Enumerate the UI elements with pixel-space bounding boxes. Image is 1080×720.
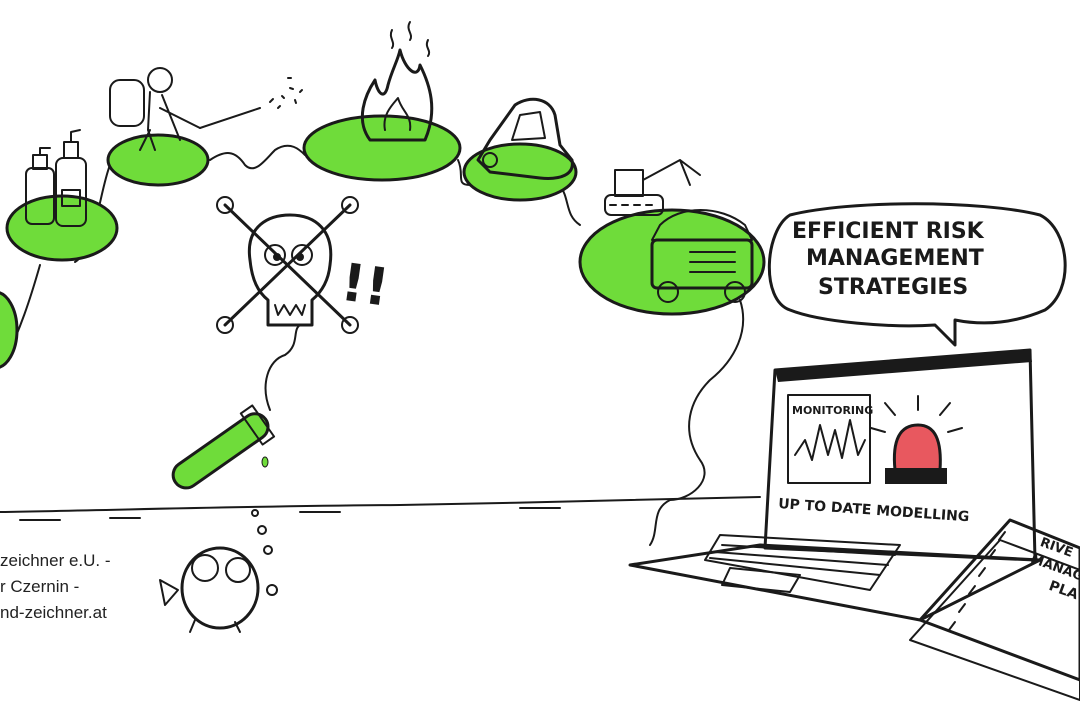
modelling-label: UP TO DATE MODELLING <box>778 496 970 525</box>
bottles-icon <box>25 129 87 227</box>
credit-line-3: nd-zeichner.at <box>0 603 107 622</box>
sprayer-person-icon <box>109 67 303 151</box>
test-tube-icon <box>171 404 276 490</box>
speech-bubble <box>767 202 1067 347</box>
credit-line-1: zeichner e.U. - <box>0 551 111 570</box>
bubble-line-1: EFFICIENT RISK <box>792 219 985 244</box>
alarm-light-icon <box>870 395 963 484</box>
dump-truck-icon <box>650 209 754 303</box>
credit-text: zeichner e.U. - r Czernin - nd-zeichner.… <box>0 548 111 626</box>
smoke-trail <box>264 324 301 411</box>
monitoring-label: MONITORING <box>792 404 873 417</box>
fire-icon <box>360 21 434 142</box>
monitoring-panel <box>787 394 871 484</box>
island-construction <box>578 159 766 316</box>
island-fire <box>302 21 462 182</box>
island-sprayer <box>106 67 303 187</box>
excavator-icon <box>604 159 701 216</box>
credit-line-2: r Czernin - <box>0 577 80 596</box>
fish-icon <box>159 509 278 633</box>
notebook-icon <box>909 518 1080 701</box>
car-icon <box>476 97 574 180</box>
bubble-line-2: MANAGEMENT <box>806 246 984 271</box>
island-bottles <box>5 129 119 262</box>
connecting-string <box>4 144 745 546</box>
ground-line <box>0 496 761 513</box>
laptop-icon <box>628 348 1042 622</box>
bubble-line-3: STRATEGIES <box>818 275 968 300</box>
island-left-partial <box>0 291 19 369</box>
exclamation-marks: !! <box>337 253 392 319</box>
island-car <box>462 97 578 202</box>
skull-crossbones-icon <box>216 196 359 334</box>
